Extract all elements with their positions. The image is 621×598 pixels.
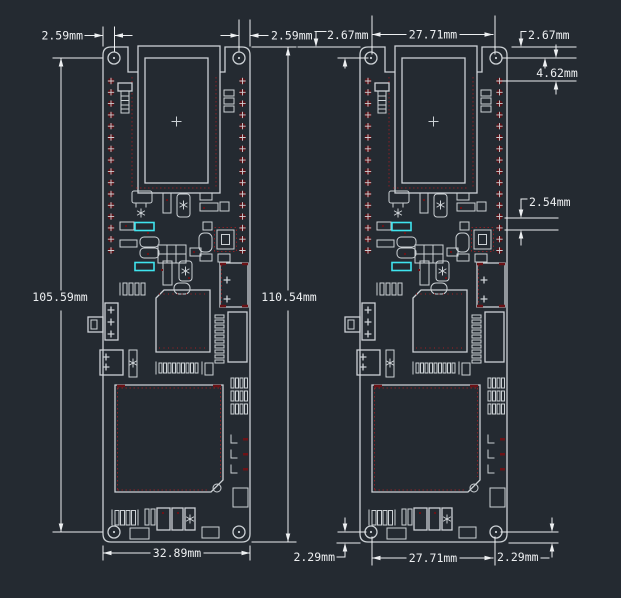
dim-label: 4.62mm [536,66,578,80]
dim-left-board-height: 110.54mm [251,46,317,543]
dim-label: 2.67mm [327,28,369,42]
dim-label: 110.54mm [261,290,316,304]
dim-label: 2.29mm [497,550,539,564]
dim-label: 2.59mm [41,29,83,43]
dim-right-hole-span-bottom: 27.71mm [371,536,496,566]
dim-label: 105.59mm [32,290,87,304]
dim-label: 2.67mm [528,28,570,42]
dim-right-top-edge-offset-right: 2.67mm [502,28,577,69]
pcb-view-left [88,46,250,542]
dim-right-edge-to-first-pad: 4.62mm [500,44,578,95]
dim-right-bottom-offset-left: 2.29mm [293,517,367,564]
dim-left-board-width: 32.89mm [102,545,251,561]
dim-left-hole-offset-top-left: 2.59mm [41,26,133,52]
dim-label: 2.59mm [271,29,313,43]
dim-label: 27.71mm [409,551,458,565]
dim-label: 2.29mm [293,550,335,564]
dim-right-hole-span-top: 27.71mm [371,15,496,55]
dim-left-hole-span-vertical: 105.59mm [32,57,103,533]
dim-right-top-edge-offset-left: 2.67mm [297,28,369,69]
pcb-view-right [345,46,507,542]
dim-right-bottom-offset-right: 2.29mm [497,517,559,564]
dim-left-hole-offset-top-right: 2.59mm [220,19,313,52]
dim-label: 32.89mm [153,546,202,560]
dim-right-pad-pitch: 2.54mm [504,195,571,246]
dim-label: 2.54mm [529,195,571,209]
dim-label: 27.71mm [409,28,458,42]
